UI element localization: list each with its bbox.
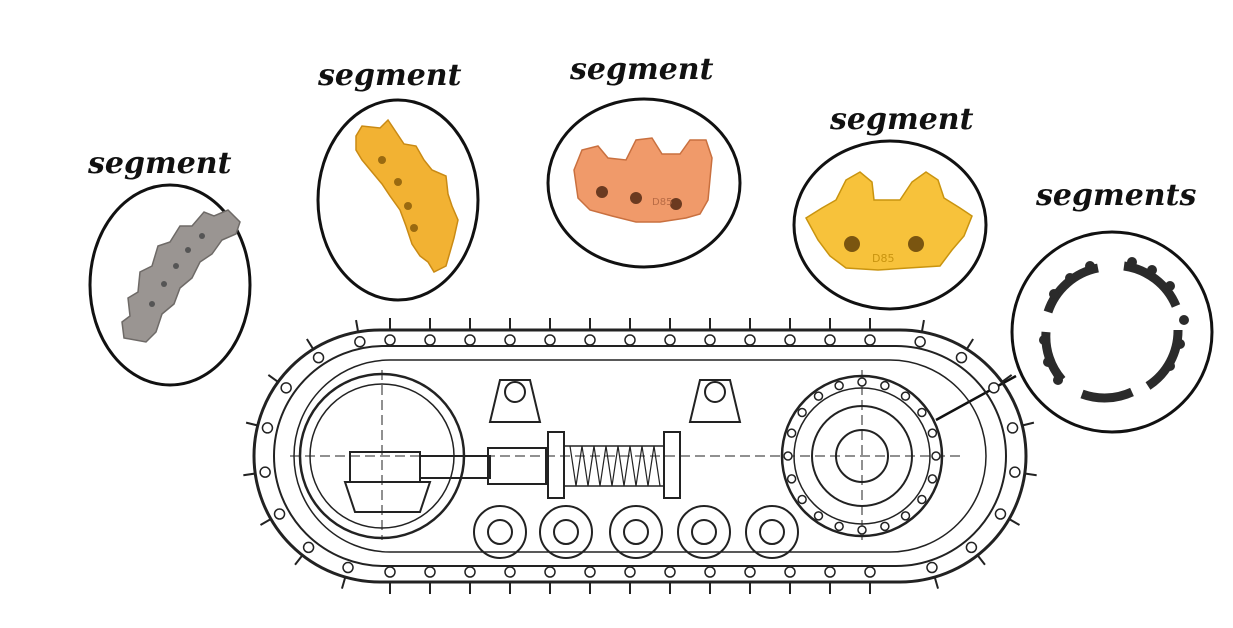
label-segment-4: segment (830, 102, 974, 137)
label-segment-3: segment (570, 52, 714, 87)
carrier-roller-right (688, 379, 742, 423)
orange-segment-part: D85 (573, 137, 713, 223)
yellow-segment-stamp: D85 (872, 252, 894, 265)
recoil-spring-assembly (343, 431, 681, 513)
segment-callout-4: D85 (792, 139, 988, 311)
yellow-curved-segment-part (355, 118, 459, 273)
black-segments-teeth (1039, 257, 1189, 385)
label-segment-1: segment (88, 146, 232, 181)
track-undercarriage-drawing (252, 328, 1028, 584)
yellow-segment-part: D85 (805, 171, 973, 271)
sprocket-teeth (783, 377, 941, 535)
track-grousers (243, 318, 1037, 594)
label-segments: segments (1036, 178, 1197, 213)
segment-callout-1 (88, 183, 252, 387)
segment-callout-3: D85 (546, 97, 742, 269)
track-rollers (473, 505, 799, 559)
label-segment-2: segment (318, 58, 462, 93)
segment-callout-2 (316, 98, 480, 302)
carrier-roller-left (488, 379, 542, 423)
grey-segment-part (121, 209, 241, 343)
orange-segment-stamp: D85 (652, 197, 672, 208)
